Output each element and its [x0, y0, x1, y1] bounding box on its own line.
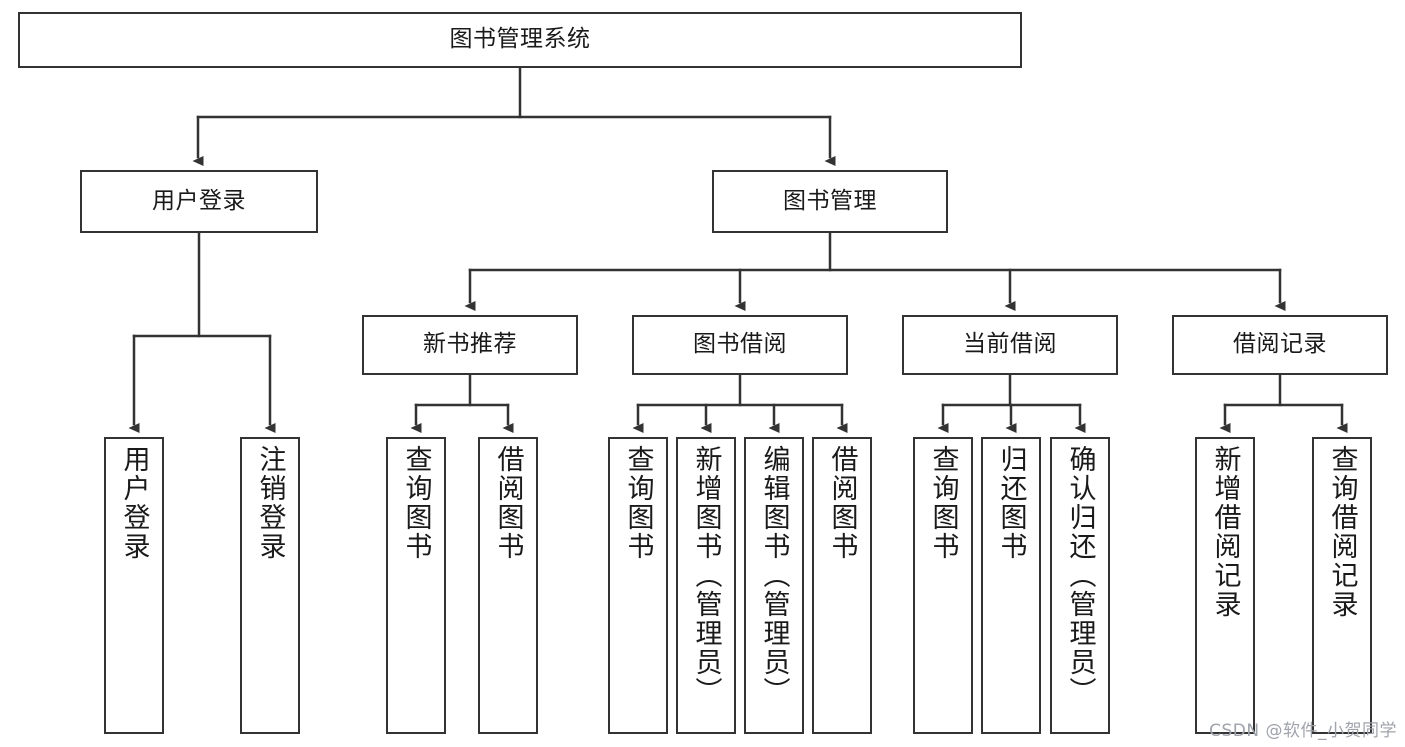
leaf-node-label: 注销登录	[254, 445, 286, 561]
leaf-node-label: 查询借阅记录	[1326, 445, 1358, 619]
leaf-node[interactable]: 确认归还（管理员）	[1050, 437, 1110, 734]
leaf-node-label: 查询图书	[622, 445, 654, 561]
node-book-borrow-label: 图书借阅	[693, 331, 787, 358]
node-new-book-recommend[interactable]: 新书推荐	[362, 315, 578, 375]
leaf-node-label: 新增借阅记录	[1209, 445, 1241, 619]
node-root-label: 图书管理系统	[449, 26, 591, 53]
leaf-node[interactable]: 查询图书	[386, 437, 446, 734]
leaf-node-label: 确认归还（管理员）	[1064, 445, 1096, 706]
leaf-node[interactable]: 归还图书	[981, 437, 1041, 734]
leaf-node-label: 借阅图书	[826, 445, 858, 561]
watermark: CSDN @软件_小贺同学	[1209, 721, 1397, 741]
leaf-node[interactable]: 用户登录	[104, 437, 164, 734]
node-current-borrow[interactable]: 当前借阅	[902, 315, 1118, 375]
leaf-node[interactable]: 新增借阅记录	[1195, 437, 1255, 734]
node-borrow-record-label: 借阅记录	[1233, 331, 1327, 358]
leaf-node[interactable]: 新增图书（管理员）	[676, 437, 736, 734]
node-current-borrow-label: 当前借阅	[963, 331, 1057, 358]
node-book-management[interactable]: 图书管理	[712, 170, 948, 233]
node-new-book-recommend-label: 新书推荐	[423, 331, 517, 358]
leaf-node[interactable]: 编辑图书（管理员）	[744, 437, 804, 734]
leaf-node-label: 用户登录	[118, 445, 150, 561]
node-user-login-label: 用户登录	[152, 187, 246, 214]
leaf-node-label: 归还图书	[995, 445, 1027, 561]
leaf-node[interactable]: 查询图书	[913, 437, 973, 734]
node-borrow-record[interactable]: 借阅记录	[1172, 315, 1388, 375]
leaf-node[interactable]: 查询图书	[608, 437, 668, 734]
leaf-node-label: 新增图书（管理员）	[690, 445, 722, 706]
node-book-management-label: 图书管理	[783, 187, 877, 214]
node-root[interactable]: 图书管理系统	[18, 12, 1022, 68]
leaf-node[interactable]: 注销登录	[240, 437, 300, 734]
leaf-node-label: 编辑图书（管理员）	[758, 445, 790, 706]
leaf-node[interactable]: 借阅图书	[478, 437, 538, 734]
leaf-node-label: 查询图书	[400, 445, 432, 561]
leaf-node[interactable]: 查询借阅记录	[1312, 437, 1372, 734]
leaf-node-label: 查询图书	[927, 445, 959, 561]
leaf-node-label: 借阅图书	[492, 445, 524, 561]
node-user-login[interactable]: 用户登录	[80, 170, 318, 233]
leaf-node[interactable]: 借阅图书	[812, 437, 872, 734]
node-book-borrow[interactable]: 图书借阅	[632, 315, 848, 375]
